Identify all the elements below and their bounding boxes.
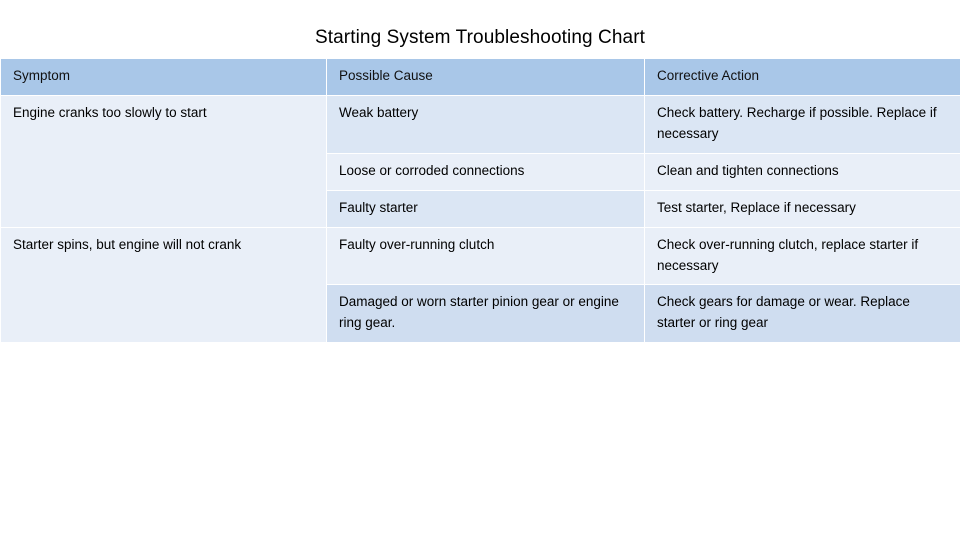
cell-cause: Weak battery bbox=[326, 94, 645, 154]
cell-action: Check over-running clutch, replace start… bbox=[644, 226, 960, 286]
cell-symptom: Starter spins, but engine will not crank bbox=[0, 226, 327, 344]
cell-cause: Loose or corroded connections bbox=[326, 152, 645, 191]
table-row: Damaged or worn starter pinion gear or e… bbox=[1, 284, 960, 344]
cell-cause: Damaged or worn starter pinion gear or e… bbox=[326, 284, 645, 344]
column-header-corrective-action: Corrective Action bbox=[644, 58, 960, 96]
table-header-row: Symptom Possible Cause Corrective Action bbox=[0, 58, 960, 96]
cell-cause: Faulty over-running clutch bbox=[326, 226, 645, 286]
cell-symptom: Engine cranks too slowly to start bbox=[0, 94, 327, 228]
troubleshooting-table: Symptom Possible Cause Corrective Action… bbox=[0, 58, 960, 344]
cell-action: Check battery. Recharge if possible. Rep… bbox=[644, 94, 960, 154]
column-header-possible-cause: Possible Cause bbox=[326, 58, 645, 96]
page-title: Starting System Troubleshooting Chart bbox=[314, 27, 646, 48]
cell-action: Check gears for damage or wear. Replace … bbox=[644, 284, 960, 344]
table-row: Engine cranks too slowly to start Weak b… bbox=[0, 94, 960, 228]
table-row: Faulty starter Test starter, Replace if … bbox=[1, 189, 960, 228]
cell-action: Clean and tighten connections bbox=[644, 152, 960, 191]
cell-action: Test starter, Replace if necessary bbox=[644, 189, 960, 228]
column-header-symptom: Symptom bbox=[0, 58, 327, 96]
table-row: Starter spins, but engine will not crank… bbox=[0, 226, 960, 344]
cell-cause: Faulty starter bbox=[326, 189, 645, 228]
table-row: Loose or corroded connections Clean and … bbox=[1, 152, 960, 191]
